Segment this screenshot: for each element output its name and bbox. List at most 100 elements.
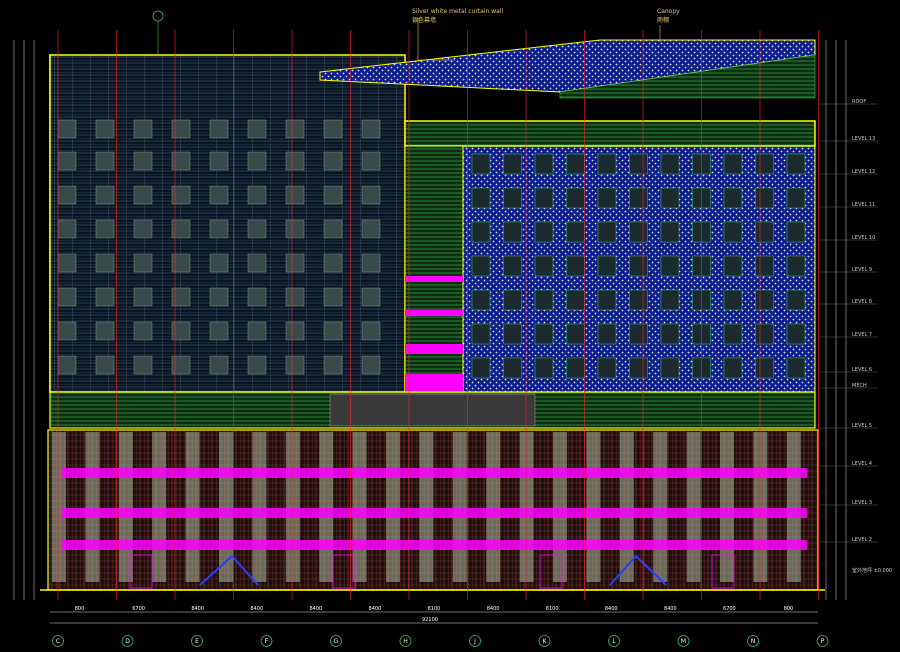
axis-label: M (681, 638, 686, 645)
window-panel (247, 287, 267, 307)
podium-bays (52, 432, 807, 589)
window-panel (471, 255, 491, 277)
window-panel (503, 357, 522, 379)
window-panel (247, 355, 267, 375)
right-tower-crown (404, 120, 816, 147)
window-panel (534, 255, 554, 277)
window-panel (133, 119, 153, 139)
window-panel (597, 357, 617, 379)
level-label: LEVEL 8 (852, 299, 872, 305)
podium-pier (319, 432, 334, 582)
window-panel (566, 289, 585, 311)
window-panel (285, 119, 305, 139)
window-panel (755, 221, 774, 243)
roof-louver-band (559, 54, 816, 99)
window-panel (566, 323, 585, 345)
axis-bubble (469, 635, 481, 647)
canopy-brace (635, 555, 667, 586)
podium-pier (486, 432, 501, 582)
window-panel (361, 185, 381, 205)
podium-pier (386, 432, 400, 582)
window-panel (361, 355, 381, 375)
bay-dimension: 8100 (546, 606, 559, 612)
entrance-door (539, 554, 563, 589)
axis-label: F (265, 638, 269, 645)
window-panel (534, 221, 554, 243)
window-panel (95, 151, 115, 171)
axis-label: N (751, 638, 756, 645)
bay-dimension: 8400 (487, 606, 500, 612)
window-panel (786, 221, 806, 243)
window-panel (534, 357, 554, 379)
window-panel (629, 289, 648, 311)
window-panel (597, 153, 617, 175)
window-panel (323, 253, 343, 273)
axis-bubble (399, 635, 412, 647)
canopy-callout: Canopy 雨棚 (657, 8, 680, 42)
right-dimension-chain (825, 40, 847, 600)
window-panel (171, 185, 191, 205)
bay-dimension: 8400 (309, 606, 322, 612)
window-panel (755, 153, 774, 175)
window-panel (171, 219, 191, 239)
window-panel (285, 321, 305, 341)
window-panel (361, 253, 381, 273)
window-panel (323, 219, 343, 239)
window-panel (209, 355, 229, 375)
canopy-label-cn: 雨棚 (657, 16, 669, 24)
window-panel (133, 287, 153, 307)
podium-pier (720, 432, 734, 582)
window-panel (786, 357, 806, 379)
podium-band (62, 468, 807, 478)
level-label: MECH (852, 383, 867, 389)
window-panel (660, 153, 680, 175)
window-panel (660, 289, 680, 311)
window-panel (95, 253, 115, 273)
window-panel (723, 289, 743, 311)
window-panel (133, 321, 153, 341)
window-panel (285, 253, 305, 273)
window-panel (629, 187, 648, 209)
podium-pier (52, 432, 66, 582)
window-panel (503, 289, 522, 311)
window-panel (247, 219, 267, 239)
top-grid-bubble (152, 10, 164, 55)
window-panel (629, 323, 648, 345)
bay-dimension: 800 (75, 606, 85, 612)
podium-pier (219, 432, 233, 582)
canopy-brace (609, 555, 637, 586)
canopy-label-en: Canopy (657, 8, 680, 15)
window-panel (209, 253, 229, 273)
window-panel (755, 289, 774, 311)
window-panel (209, 185, 229, 205)
core-band (405, 344, 463, 354)
podium-pier (419, 432, 434, 582)
window-panel (503, 221, 522, 243)
curtain-wall-callout: Silver white metal curtain wall 银色幕墙 (412, 8, 503, 61)
tower-windows (57, 119, 806, 379)
window-panel (471, 221, 491, 243)
canopy-brace (231, 555, 259, 586)
axis-label: G (334, 638, 339, 645)
window-panel (361, 119, 381, 139)
level-label: LEVEL 12 (852, 169, 875, 175)
window-panel (57, 253, 77, 273)
window-panel (597, 187, 617, 209)
window-panel (471, 357, 491, 379)
window-panel (247, 321, 267, 341)
podium-band (62, 508, 807, 518)
window-panel (660, 357, 680, 379)
window-panel (133, 355, 153, 375)
bay-dimension: 6700 (723, 606, 736, 612)
window-panel (95, 119, 115, 139)
window-panel (95, 185, 115, 205)
bay-dimension: 8400 (605, 606, 618, 612)
bay-dimension: 8400 (250, 606, 263, 612)
window-panel (133, 185, 153, 205)
window-panel (786, 323, 806, 345)
podium-pier (653, 432, 668, 582)
podium-band (62, 540, 807, 550)
podium-pier (753, 432, 768, 582)
